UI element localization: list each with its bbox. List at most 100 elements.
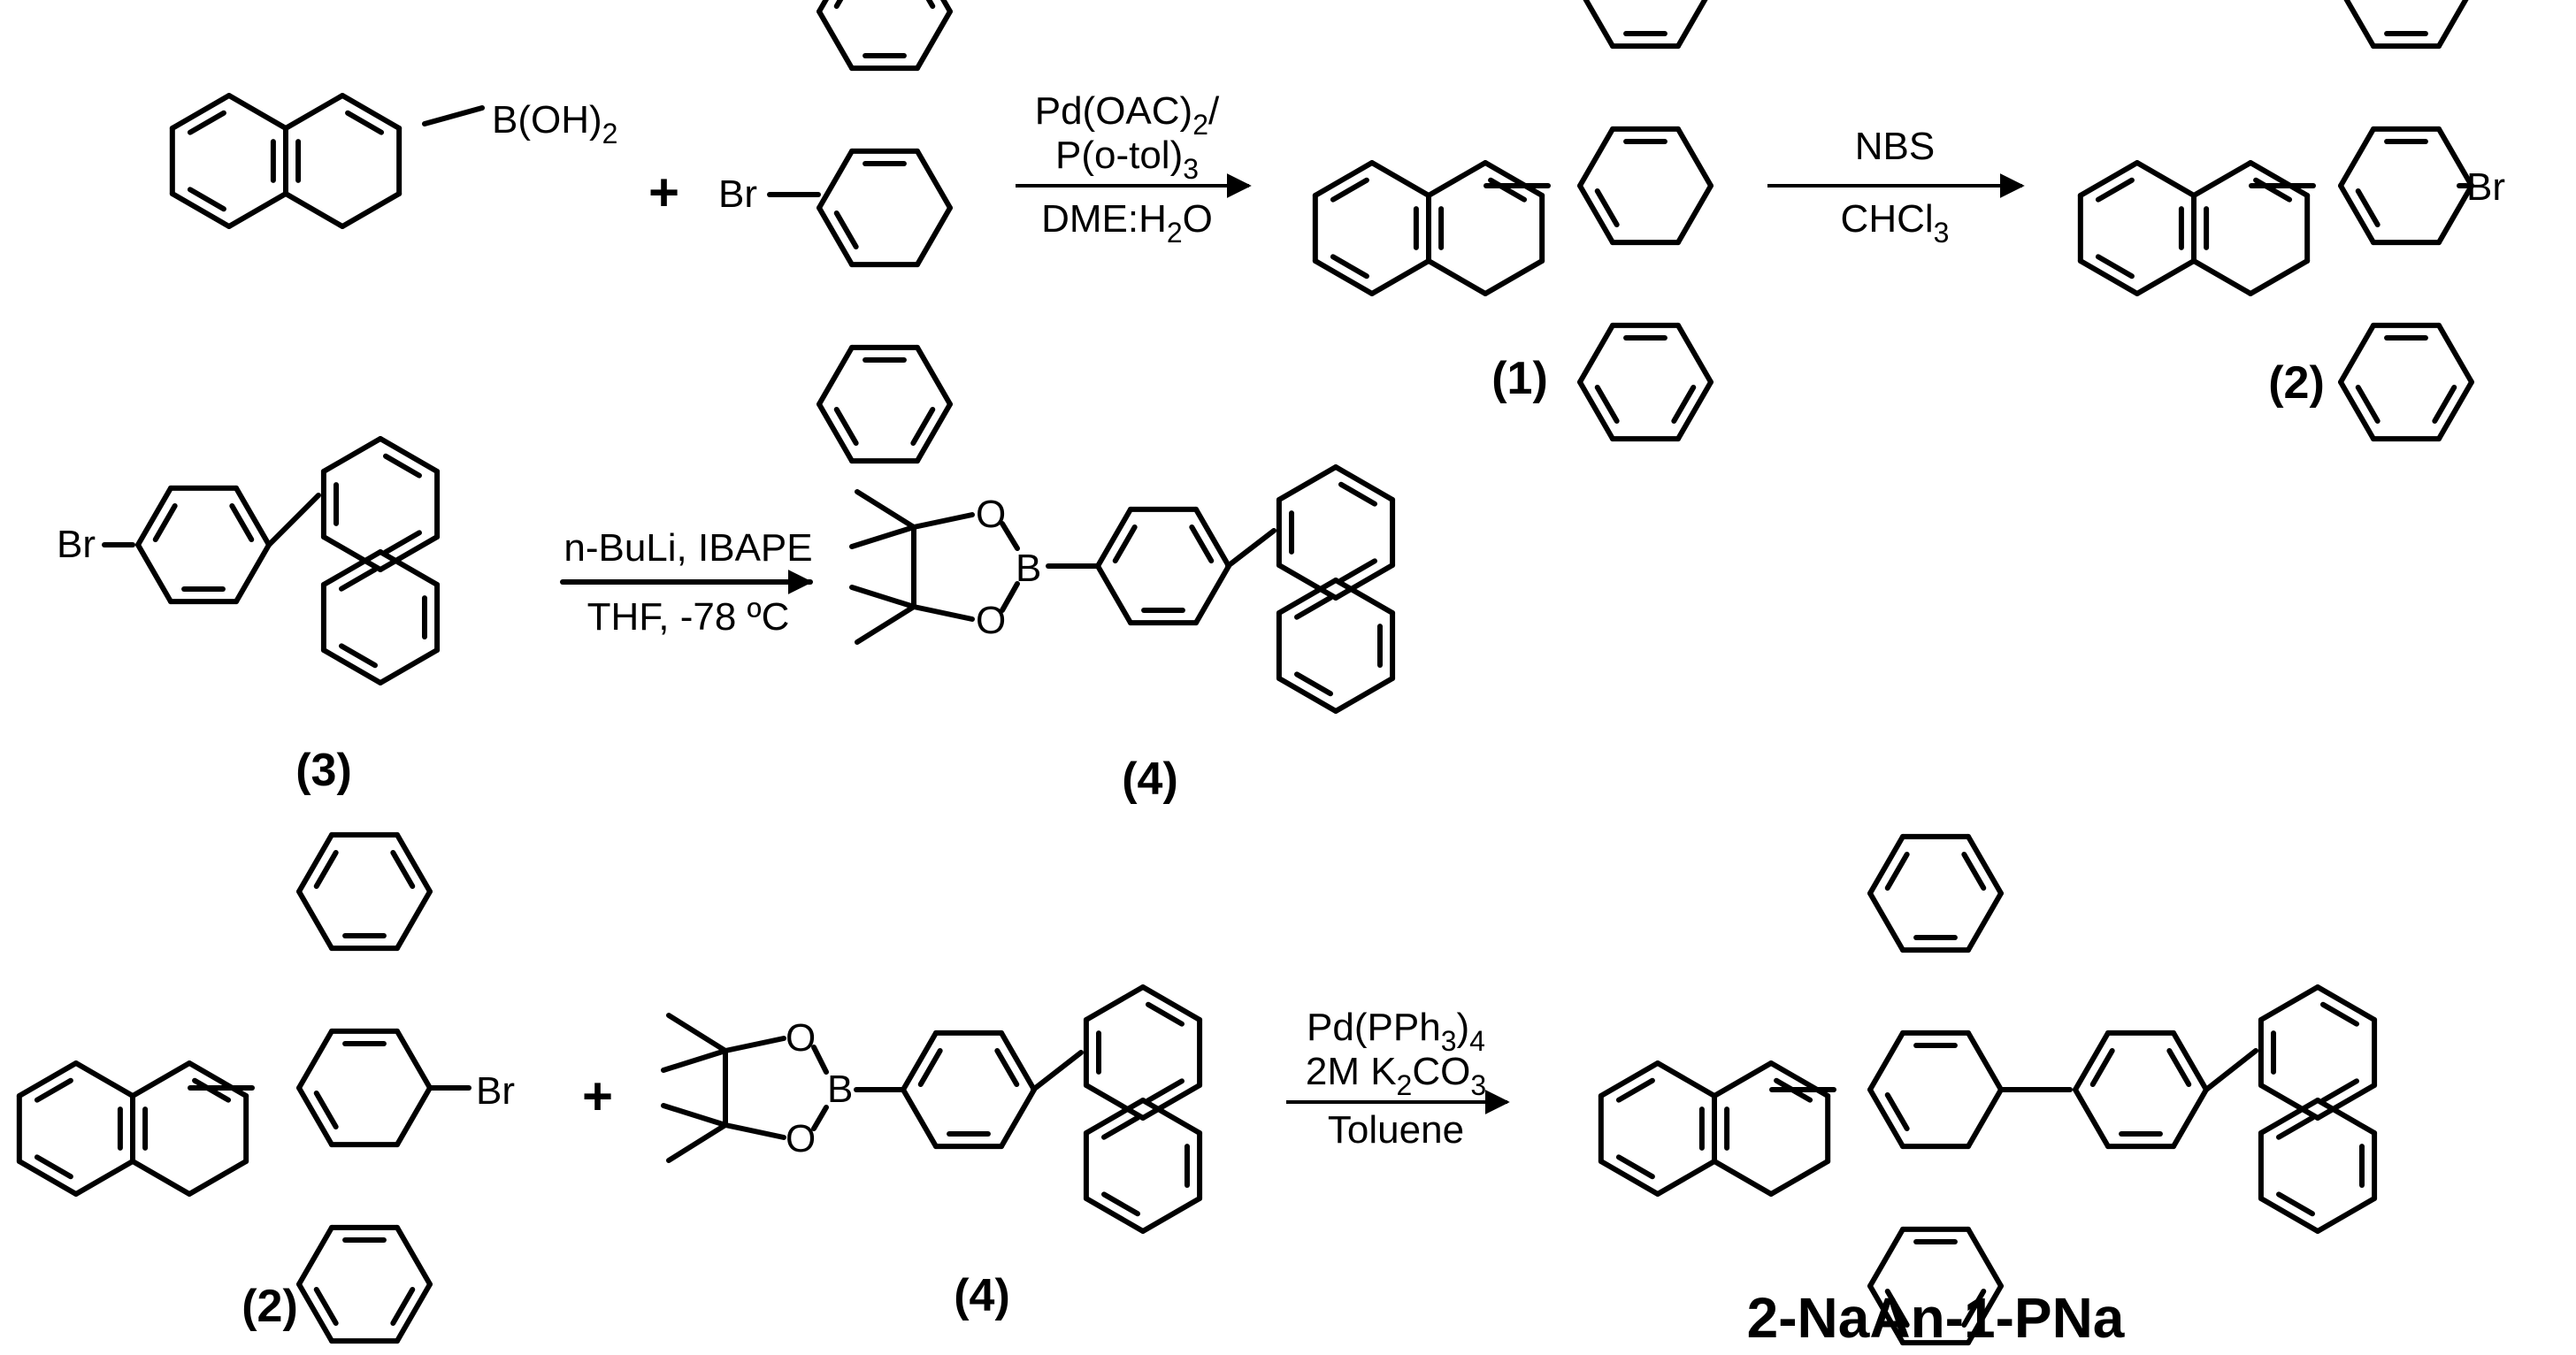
compound-3-naphthyl-ring-bond <box>320 647 383 686</box>
compound-2-row3-anthracene-double-bond <box>390 850 416 890</box>
compound-4-naphthyl-double-bond <box>1338 558 1377 584</box>
compound-4-row3-naphthyl-ring-bond <box>1083 1196 1146 1235</box>
bromoanthracene-ring-bond <box>816 344 855 407</box>
product-naphthyl-1-ring-bond <box>2315 1083 2378 1121</box>
product-naphthyl-ring-bond <box>1598 1159 1660 1197</box>
compound-1-anthracene-ring-bond <box>1675 0 1708 50</box>
compound-4-naphthyl-ring-bond <box>1276 464 1338 502</box>
compound-1-anthracene-double-bond <box>1671 384 1697 424</box>
naphthalene-boronic-acid-double-bond <box>187 187 226 212</box>
compound-2-row3-anthracene-ring-bond <box>296 889 334 952</box>
compound-2-row3-anthracene-double-bond <box>390 1286 416 1326</box>
bromoanthracene-ring-bond <box>816 0 829 14</box>
product-naphthyl-1-ring-bond <box>2315 1196 2378 1235</box>
naphthalene-boronic-acid-ring-bond <box>169 191 232 229</box>
compound-2-naphthyl-ring-bond <box>2191 258 2254 296</box>
biaryl-bond <box>266 493 321 547</box>
compound-4-row3-naphthyl-ring-bond <box>1140 984 1203 1022</box>
compound-2-row3-naphthyl-ring-bond <box>73 1159 135 1197</box>
compound-3-naphthyl-double-bond <box>339 643 379 669</box>
compound-2-row3-anthracene-ring-bond <box>296 1282 334 1344</box>
compound-3-naphthyl-ring-bond <box>378 647 441 686</box>
compound-4-row3-naphthyl-ring-bond <box>1083 984 1146 1022</box>
compound-4-label: (4) <box>1122 754 1178 805</box>
compound-4-naphthyl-ring-bond <box>1276 578 1338 616</box>
product-naphthyl-ring-bond <box>1712 1159 1775 1197</box>
naphthalene-boronic-acid-ring-bond <box>226 93 288 131</box>
compound-3-phenyl-ring-bond <box>234 485 272 547</box>
step1-condition-solvent: DME:H2O <box>1041 197 1213 249</box>
bromoanthracene-double-bond <box>925 0 936 10</box>
naphthalene-boronic-acid-ring-bond <box>340 191 402 229</box>
compound-3-naphthyl-double-bond <box>382 530 422 555</box>
bromoanthracene-double-bond <box>833 406 859 446</box>
pinacol-ester-row3 <box>811 1045 829 1075</box>
compound-4-row3-naphthyl-ring-bond <box>1140 1083 1203 1121</box>
pinacol-ester-row3 <box>661 1048 728 1073</box>
product-naphthyl-ring-bond <box>1654 1159 1717 1197</box>
step2-condition-reagent: NBS <box>1855 125 1935 168</box>
pinacol-ester-row3 <box>723 1122 786 1140</box>
compound-1-anthracene-ring-bond <box>1675 126 1714 188</box>
product-anthracene-double-bond <box>1884 852 1910 892</box>
compound-4-row3-phenyl-ring-bond <box>999 1030 1037 1092</box>
compound-1-anthracene-ring-bond <box>1675 183 1714 246</box>
product-naphthyl-1-ring-bond <box>2258 1196 2320 1235</box>
compound-1-naphthyl-ring-bond <box>1312 160 1375 198</box>
product-phenyl-double-bond <box>2089 1048 2115 1088</box>
compound-1-anthracene-ring-bond <box>1583 0 1615 50</box>
product-naphthyl-1-ring-bond <box>2258 1098 2320 1137</box>
compound-2-row3-anthracene-ring-bond <box>395 1085 433 1148</box>
compound-1-naphthyl-ring-bond <box>1426 258 1489 296</box>
product-phenyl-ring-bond <box>2073 1087 2111 1150</box>
compound-4-naphthyl-ring-bond <box>1333 578 1396 616</box>
compound-3-naphthyl-double-bond <box>382 453 422 478</box>
compound-4-naphthyl-double-bond <box>1294 671 1334 697</box>
product-anthracene-double-bond <box>1884 1288 1910 1328</box>
compound-4-phenyl-ring-bond <box>1095 563 1133 626</box>
bromo-anthracene-br: Br <box>718 172 757 216</box>
compound-3-label: (3) <box>295 745 352 796</box>
compound-2-row3-anthracene-ring-bond <box>296 1028 334 1091</box>
pinacol-ester <box>849 585 916 609</box>
step2-condition-solvent: CHCl3 <box>1841 197 1950 249</box>
pinacol-ester <box>911 604 975 622</box>
product-phenyl-ring-bond <box>2171 1030 2209 1092</box>
bromoanthracene-ring-bond <box>915 9 953 72</box>
compound-4-row3-phenyl-double-bond <box>994 1048 1020 1088</box>
compound-4-row3-phenyl-ring-bond <box>901 1087 939 1150</box>
compound-1-anthracene-double-bond <box>1594 188 1620 227</box>
step4-condition-base: 2M K2CO3 <box>1306 1050 1486 1101</box>
compound-2-anthracene-ring-bond <box>2436 322 2474 385</box>
compound-2-row3-anthracene-ring-bond <box>296 831 334 894</box>
compound-1-anthracene-ring-bond <box>1577 126 1615 188</box>
compound-1-naphthyl-ring-bond <box>1426 160 1489 198</box>
compound-3-naphthyl-double-bond <box>339 566 379 592</box>
compound-4-row3-phenyl-ring-bond <box>901 1030 939 1092</box>
boronic-acid-group: B(OH)2 <box>492 98 617 149</box>
product-anthracene-ring-bond <box>1867 1087 1905 1150</box>
compound-2-anthracene-ring-bond <box>2338 322 2376 385</box>
product-anthracene-ring-bond <box>1867 1030 1905 1092</box>
compound-1-naphthyl-ring-bond <box>1483 160 1545 198</box>
compound-3-naphthyl-ring-bond <box>378 436 441 474</box>
compound-4-phenyl-double-bond <box>1112 524 1138 564</box>
naphthalene-boronic-acid-double-bond <box>345 110 385 135</box>
compound-2-row3-naphthyl-double-bond <box>34 1077 73 1103</box>
compound-4-row3-phenyl-ring-bond <box>999 1087 1037 1150</box>
compound-2-br-row3: Br <box>476 1069 515 1113</box>
compound-3-phenyl-double-bond <box>229 503 255 543</box>
product-phenyl-ring-bond <box>2073 1030 2111 1092</box>
compound-1-naphthyl-double-bond <box>1330 177 1369 203</box>
compound-2-naphthyl-ring-bond <box>2077 258 2140 296</box>
compound-4-naphthyl-ring-bond <box>1276 563 1338 601</box>
product-naphthyl-1-double-bond <box>2319 1001 2359 1027</box>
compound-3-naphthyl-ring-bond <box>378 534 441 572</box>
compound-2-naphthyl-ring-bond <box>2134 160 2196 198</box>
product-anthracene-ring-bond <box>1966 1087 2004 1150</box>
compound-1-naphthyl-ring-bond <box>1483 258 1545 296</box>
compound-4-naphthyl-ring-bond <box>1333 676 1396 715</box>
compound-1-naphthyl-double-bond <box>1330 254 1369 279</box>
bromoanthracene-double-bond <box>910 406 936 446</box>
product-naphthyl-ring-bond <box>1712 1060 1775 1099</box>
